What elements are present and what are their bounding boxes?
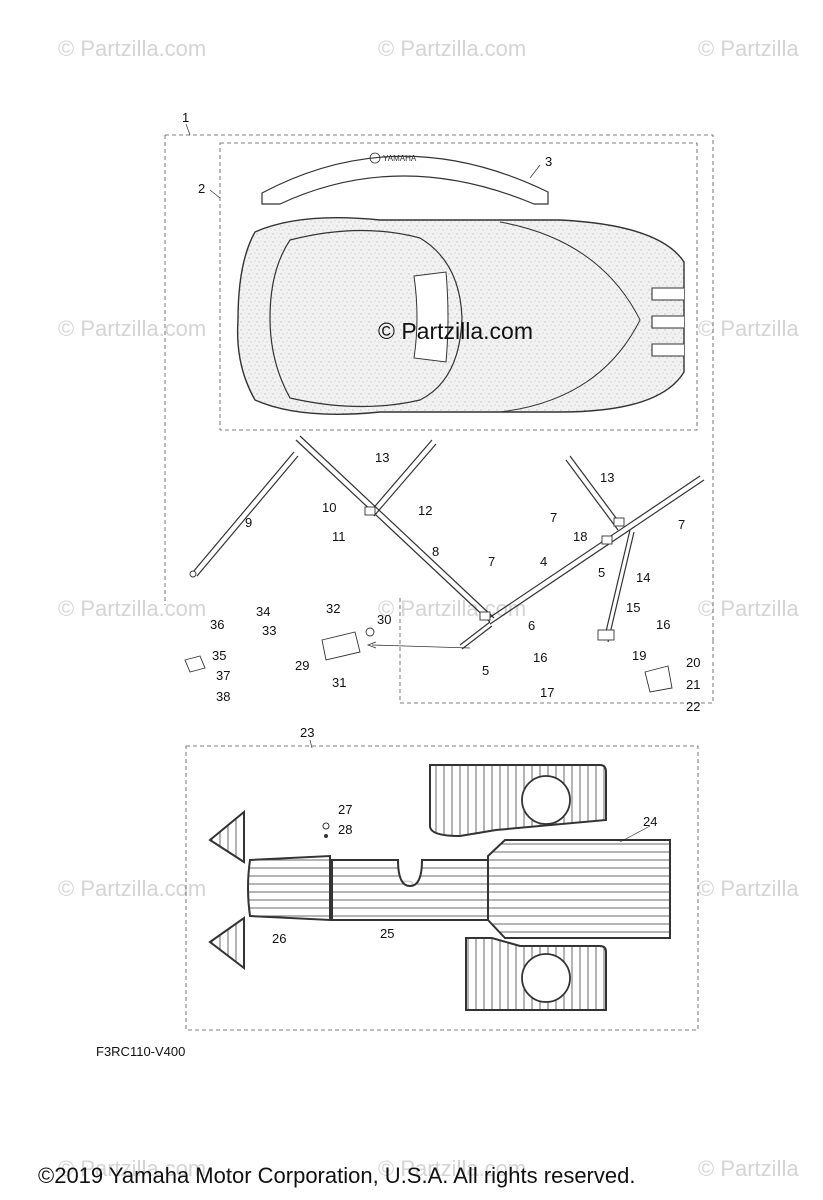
callout-34: 34	[256, 604, 270, 619]
watermark-row3-left: © Partzilla.com	[58, 596, 207, 621]
kit-2-box	[219, 142, 698, 431]
bimini-frame	[192, 435, 705, 650]
part-25-center	[331, 859, 489, 921]
callout-labels: 1 2 3 4 5 5 6 7 7 7 8 9 10 11 12 13 13 1…	[182, 110, 700, 946]
callout-36: 36	[210, 617, 224, 632]
center-watermark: © Partzilla.com	[378, 318, 533, 344]
watermark-bottom-center: © Partzilla.com	[378, 1156, 527, 1181]
watermark-bottom-left: © Partzilla.com	[58, 1156, 207, 1181]
watermark-row4-right: © Partzilla	[698, 876, 799, 901]
leader-lines	[185, 123, 651, 843]
callout-5b: 5	[482, 663, 489, 678]
callout-38: 38	[216, 689, 230, 704]
callout-22: 22	[686, 699, 700, 714]
callout-23: 23	[300, 725, 314, 740]
watermark-top-center: © Partzilla.com	[378, 36, 527, 61]
watermark-row3-right: © Partzilla	[698, 596, 799, 621]
callout-7b: 7	[550, 510, 557, 525]
callout-13a: 13	[375, 450, 389, 465]
callout-25: 25	[380, 926, 394, 941]
callout-21: 21	[686, 677, 700, 692]
callout-16b: 16	[533, 650, 547, 665]
callout-30: 30	[377, 612, 391, 627]
callout-33: 33	[262, 623, 276, 638]
callout-7a: 7	[488, 554, 495, 569]
diagram-code: F3RC110-V400	[96, 1044, 186, 1059]
triangle-pad-upper	[208, 809, 245, 864]
hardware-parts	[184, 506, 673, 693]
callout-10: 10	[322, 500, 336, 515]
copyright-notice: ©2019 Yamaha Motor Corporation, U.S.A. A…	[38, 1163, 636, 1188]
watermark-row4-left: © Partzilla.com	[58, 876, 207, 901]
yamaha-logo-text: YAMAHA	[383, 154, 417, 163]
callout-4: 4	[540, 554, 547, 569]
callout-3: 3	[545, 154, 552, 169]
callout-2: 2	[198, 181, 205, 196]
callout-31: 31	[332, 675, 346, 690]
callout-27: 27	[338, 802, 352, 817]
watermark-mid-right: © Partzilla	[698, 316, 799, 341]
kit-1-box	[164, 134, 714, 704]
kit-23-box	[185, 745, 699, 1031]
callout-5a: 5	[598, 565, 605, 580]
watermark-bottom-right: © Partzilla	[698, 1156, 799, 1181]
watermark-top-right: © Partzilla	[698, 36, 799, 61]
part-26-rear	[247, 854, 331, 922]
callout-29: 29	[295, 658, 309, 673]
callout-26: 26	[272, 931, 286, 946]
callout-18: 18	[573, 529, 587, 544]
callout-9: 9	[245, 515, 252, 530]
callout-20: 20	[686, 655, 700, 670]
callout-12: 12	[418, 503, 432, 518]
callout-19: 19	[632, 648, 646, 663]
callout-13b: 13	[600, 470, 614, 485]
watermark-mid-left: © Partzilla.com	[58, 316, 207, 341]
callout-24: 24	[643, 814, 657, 829]
callout-1: 1	[182, 110, 189, 125]
part-2-cover	[236, 217, 685, 415]
callout-32: 32	[326, 601, 340, 616]
callout-37: 37	[216, 668, 230, 683]
callout-16a: 16	[656, 617, 670, 632]
part-24-upper	[429, 764, 607, 838]
callout-11: 11	[332, 529, 346, 544]
callout-14: 14	[636, 570, 650, 585]
callout-28: 28	[338, 822, 352, 837]
watermark-top-left: © Partzilla.com	[58, 36, 207, 61]
callout-35: 35	[212, 648, 226, 663]
callout-6: 6	[528, 618, 535, 633]
part-3-strap: YAMAHA	[261, 152, 549, 205]
part-23-deck-mats	[208, 764, 671, 1011]
callout-8: 8	[432, 544, 439, 559]
callout-7c: 7	[678, 517, 685, 532]
part-24-main	[487, 839, 671, 939]
triangle-pad-lower	[208, 916, 245, 971]
callout-17: 17	[540, 685, 554, 700]
callout-15: 15	[626, 600, 640, 615]
